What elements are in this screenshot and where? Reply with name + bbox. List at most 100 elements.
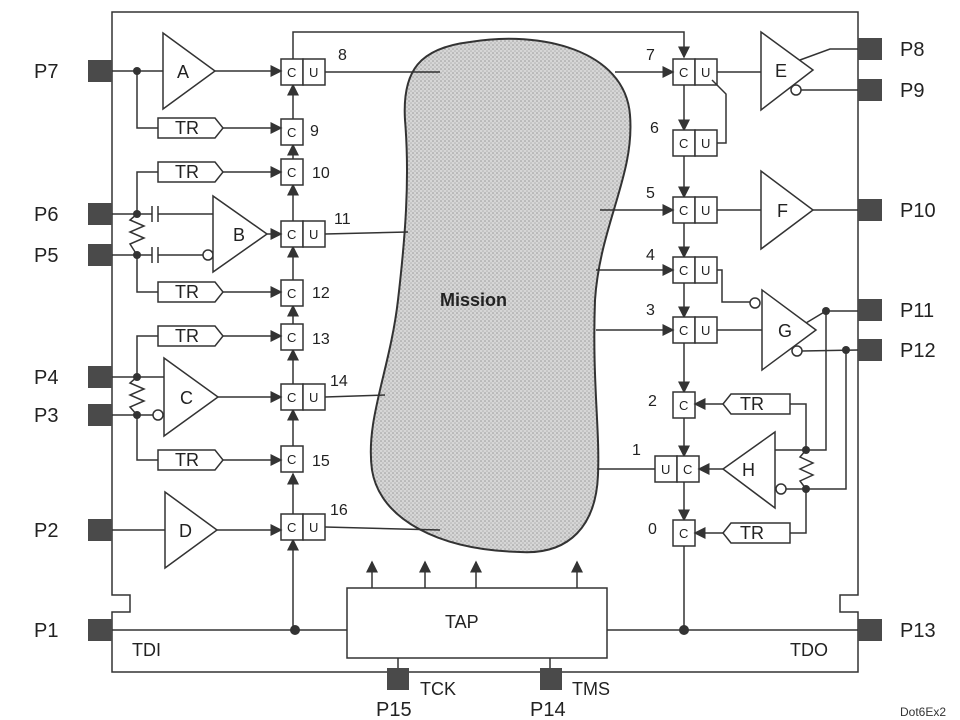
- svg-text:U: U: [701, 65, 710, 80]
- pin-p12-label: P12: [900, 340, 936, 362]
- pin-p13-label: P13: [900, 620, 936, 642]
- diff-buffer-b: [212, 194, 269, 274]
- tr-10: [157, 161, 224, 183]
- diff-buffer-c-label: C: [180, 388, 193, 408]
- tr-2-label: TR: [740, 394, 764, 414]
- pin-p13-pad: [858, 619, 882, 641]
- svg-text:C: C: [287, 65, 296, 80]
- svg-text:C: C: [679, 398, 688, 413]
- tr-13: [157, 325, 224, 347]
- cell-num-1: 1: [632, 442, 641, 459]
- svg-text:U: U: [309, 65, 318, 80]
- tr-9: [157, 117, 224, 139]
- tr-0-label: TR: [740, 523, 764, 543]
- pin-p4-pad: [88, 366, 112, 388]
- svg-text:C: C: [679, 136, 688, 151]
- pin-p9-pad: [858, 79, 882, 101]
- pin-p3-label: P3: [34, 405, 58, 427]
- mission-core: [369, 37, 632, 554]
- cell-num-2: 2: [648, 393, 657, 410]
- tdi-junction: [290, 625, 300, 635]
- cell-num-3: 3: [646, 302, 655, 319]
- cell-15: C: [280, 445, 304, 473]
- pin-p11-label: P11: [900, 300, 934, 322]
- tdo-label: TDO: [790, 640, 828, 660]
- svg-text:C: C: [679, 323, 688, 338]
- cell-12: C: [280, 279, 304, 307]
- pin-p8-label: P8: [900, 39, 924, 61]
- svg-text:C: C: [679, 203, 688, 218]
- diff-receiver-h: [721, 430, 776, 510]
- diff-driver-g-label: G: [778, 321, 792, 341]
- mission-label: Mission: [440, 290, 507, 310]
- tr-15: [157, 449, 224, 471]
- tms-label: TMS: [572, 679, 610, 699]
- pin-p9-label: P9: [900, 80, 924, 102]
- cell-num-8: 8: [338, 47, 347, 64]
- tr-13-label: TR: [175, 326, 199, 346]
- tck-label: TCK: [420, 679, 456, 699]
- pin-p1-label: P1: [34, 620, 58, 642]
- svg-text:U: U: [701, 323, 710, 338]
- diff-receiver-h-label: H: [742, 460, 755, 480]
- svg-text:U: U: [701, 203, 710, 218]
- pin-p10-pad: [858, 199, 882, 221]
- pin-p7-pad: [88, 60, 112, 82]
- tap-arrows: [366, 560, 583, 588]
- tr-12-label: TR: [175, 282, 199, 302]
- tdi-label: TDI: [132, 640, 161, 660]
- svg-text:C: C: [287, 520, 296, 535]
- cell-num-13: 13: [312, 331, 330, 348]
- cell-2: C: [672, 391, 696, 419]
- pin-p14-label: P14: [530, 699, 566, 720]
- pin-p15-pad: [387, 668, 409, 690]
- tr-12: [157, 281, 224, 303]
- pin-p2-pad: [88, 519, 112, 541]
- svg-text:C: C: [287, 390, 296, 405]
- svg-text:U: U: [309, 390, 318, 405]
- pin-p5-pad: [88, 244, 112, 266]
- svg-text:C: C: [287, 125, 296, 140]
- pin-p8-pad: [858, 38, 882, 60]
- diff-buffer-b-label: B: [233, 225, 245, 245]
- buffer-f: [760, 169, 815, 251]
- pin-p14-pad: [540, 668, 562, 690]
- cell-9: C: [280, 118, 304, 146]
- svg-text:C: C: [287, 330, 296, 345]
- cell-num-11: 11: [334, 211, 351, 228]
- cell-num-14: 14: [330, 373, 348, 390]
- svg-text:C: C: [287, 227, 296, 242]
- svg-text:C: C: [287, 286, 296, 301]
- svg-text:U: U: [701, 136, 710, 151]
- diff-driver-e-label: E: [775, 61, 787, 81]
- pin-p12-pad: [858, 339, 882, 361]
- cell-num-16: 16: [330, 502, 348, 519]
- pin-p3-pad: [88, 404, 112, 426]
- pin-p11-pad: [858, 299, 882, 321]
- buffer-f-label: F: [777, 201, 788, 221]
- pin-p4-label: P4: [34, 367, 58, 389]
- cell-13: C: [280, 323, 304, 351]
- pin-p7-label: P7: [34, 61, 58, 83]
- buffer-a-label: A: [177, 62, 189, 82]
- pin-p2-label: P2: [34, 520, 58, 542]
- diff-driver-e: [760, 30, 815, 112]
- svg-text:C: C: [679, 263, 688, 278]
- svg-text:U: U: [701, 263, 710, 278]
- tr-10-label: TR: [175, 162, 199, 182]
- tap-controller: [346, 587, 608, 659]
- pin-p6-pad: [88, 203, 112, 225]
- cell-num-6: 6: [650, 120, 659, 137]
- pin-p15-label: P15: [376, 699, 412, 720]
- diff-buffer-c: [163, 356, 220, 438]
- svg-text:U: U: [309, 227, 318, 242]
- watermark: Dot6Ex2: [900, 705, 946, 719]
